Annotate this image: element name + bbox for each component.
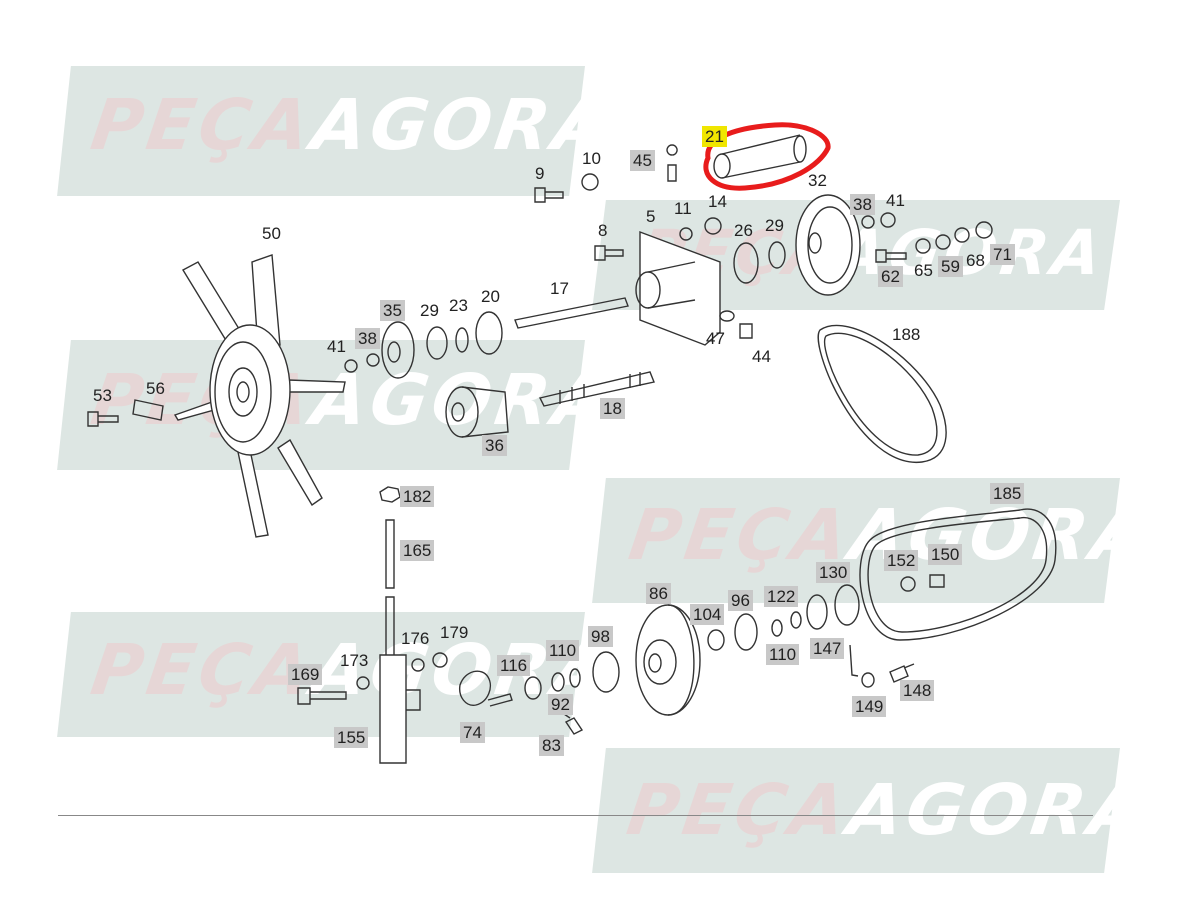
bracket-part-155 — [379, 654, 407, 764]
watermark-banner-6 — [590, 748, 1120, 873]
bottom-divider — [58, 815, 1093, 816]
label-part-147[interactable]: 147 — [810, 638, 845, 659]
shaft-part-18 — [538, 371, 655, 407]
highlight-circle — [703, 122, 831, 191]
sleeve-part-21 — [713, 134, 807, 179]
label-part-110[interactable]: 110 — [546, 640, 580, 661]
nut-part-41 — [344, 359, 358, 373]
label-part-23[interactable]: 23 — [449, 296, 468, 315]
nut-part-14 — [704, 217, 722, 235]
label-part-5[interactable]: 5 — [646, 207, 656, 226]
label-part-98[interactable]: 98 — [588, 626, 613, 647]
bolt-part-8 — [594, 245, 624, 261]
label-part-56[interactable]: 56 — [146, 379, 165, 398]
bolt-part-169 — [297, 687, 347, 705]
watermark-banner-1 — [55, 66, 585, 196]
belt-part-188 — [817, 324, 947, 463]
label-part-149[interactable]: 149 — [852, 696, 887, 717]
fitting-part-45 — [666, 144, 678, 182]
nut-part-10 — [581, 173, 599, 191]
label-part-83[interactable]: 83 — [539, 735, 564, 756]
label-part-92[interactable]: 92 — [548, 694, 573, 715]
label-part-35[interactable]: 35 — [380, 300, 405, 321]
label-part-53[interactable]: 53 — [93, 386, 112, 405]
bolt-part-9 — [534, 187, 564, 203]
nut-part-11 — [679, 227, 693, 241]
housing-part-5 — [639, 230, 721, 346]
belt-part-185 — [859, 508, 1057, 641]
label-part-32[interactable]: 32 — [808, 171, 827, 190]
label-part-96[interactable]: 96 — [728, 590, 753, 611]
label-part-62[interactable]: 62 — [878, 266, 903, 287]
label-part-18[interactable]: 18 — [600, 398, 625, 419]
label-part-188[interactable]: 188 — [892, 325, 921, 344]
label-part-150[interactable]: 150 — [928, 544, 963, 565]
label-part-41[interactable]: 41 — [327, 337, 346, 356]
label-part-173[interactable]: 173 — [340, 651, 369, 670]
label-part-45[interactable]: 45 — [630, 150, 655, 171]
hub-part-36 — [445, 386, 479, 438]
label-part-29[interactable]: 29 — [765, 216, 784, 235]
label-part-9[interactable]: 9 — [535, 164, 545, 183]
label-part-176[interactable]: 176 — [401, 629, 430, 648]
label-part-155[interactable]: 155 — [334, 727, 369, 748]
label-part-74[interactable]: 74 — [460, 722, 485, 743]
label-part-44[interactable]: 44 — [752, 347, 771, 366]
label-part-20[interactable]: 20 — [481, 287, 500, 306]
label-part-122[interactable]: 122 — [764, 586, 799, 607]
label-part-116[interactable]: 116 — [497, 655, 531, 676]
label-part-8[interactable]: 8 — [598, 221, 608, 240]
label-part-50[interactable]: 50 — [262, 224, 281, 243]
shaft-part-17 — [514, 297, 629, 329]
label-part-41[interactable]: 41 — [886, 191, 905, 210]
label-part-47[interactable]: 47 — [706, 329, 725, 348]
label-part-71[interactable]: 71 — [990, 244, 1015, 265]
label-part-148[interactable]: 148 — [900, 680, 935, 701]
label-part-14[interactable]: 14 — [708, 192, 727, 211]
label-part-26[interactable]: 26 — [734, 221, 753, 240]
label-part-68[interactable]: 68 — [966, 251, 985, 270]
label-part-10[interactable]: 10 — [582, 149, 601, 168]
label-part-165[interactable]: 165 — [400, 540, 435, 561]
label-part-185[interactable]: 185 — [990, 483, 1025, 504]
label-part-152[interactable]: 152 — [884, 550, 919, 571]
label-part-179[interactable]: 179 — [440, 623, 469, 642]
label-part-59[interactable]: 59 — [938, 256, 963, 277]
pulley-part-32 — [795, 194, 861, 296]
flange-part-35 — [381, 321, 415, 379]
label-part-36[interactable]: 36 — [482, 435, 507, 456]
label-part-11[interactable]: 11 — [674, 199, 692, 218]
label-part-21-highlighted[interactable]: 21 — [702, 126, 727, 147]
clamp-part-74 — [459, 670, 513, 707]
label-part-110[interactable]: 110 — [766, 644, 800, 665]
label-part-29[interactable]: 29 — [420, 301, 439, 320]
plate-part-56 — [132, 399, 164, 421]
stud-part-165 — [385, 519, 395, 589]
label-part-17[interactable]: 17 — [550, 279, 569, 298]
label-part-182[interactable]: 182 — [400, 486, 435, 507]
label-part-104[interactable]: 104 — [690, 604, 725, 625]
washer-part-38 — [366, 353, 380, 367]
fan-part-50 — [173, 254, 346, 538]
nut-part-182 — [379, 486, 401, 503]
label-part-169[interactable]: 169 — [288, 664, 323, 685]
label-part-130[interactable]: 130 — [816, 562, 851, 583]
label-part-65[interactable]: 65 — [914, 261, 933, 280]
label-part-38[interactable]: 38 — [355, 328, 380, 349]
label-part-86[interactable]: 86 — [646, 583, 671, 604]
bolt-part-53 — [87, 411, 119, 427]
label-part-38[interactable]: 38 — [850, 194, 875, 215]
watermark-banner-4 — [590, 478, 1120, 603]
